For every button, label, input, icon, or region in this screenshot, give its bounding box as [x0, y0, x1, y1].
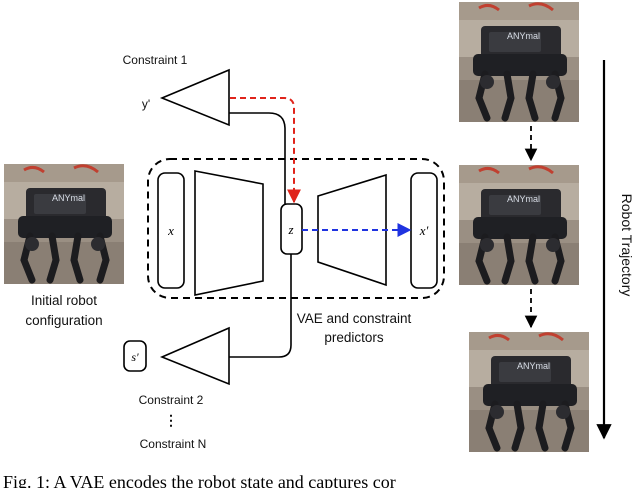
vae-dashed-box [147, 158, 445, 299]
constraint-1-label: Constraint 1 [123, 53, 188, 67]
constraint-2-output-box [123, 340, 147, 372]
constraint-n-label: Constraint N [140, 437, 207, 451]
input-x-label: x [167, 223, 174, 238]
trajectory-photo-3: ANYmal [469, 332, 589, 452]
robot-brand-text: ANYmal [517, 361, 550, 371]
robot-trajectory-label: Robot Trajectory [619, 194, 635, 297]
trajectory-photo-2: ANYmal [459, 165, 579, 285]
input-x-bar [157, 172, 185, 289]
red-constraint-arrow [230, 97, 301, 204]
figure-caption: Fig. 1: A VAE encodes the robot state an… [3, 472, 396, 488]
constraint-2-triangle [159, 326, 230, 386]
z-to-constraint-1-line [229, 112, 286, 204]
robot-brand-text: ANYmal [507, 194, 540, 204]
constraint-2-label: Constraint 2 [139, 393, 204, 407]
initial-robot-photo: ANYmal [4, 164, 124, 284]
output-x-label: x' [419, 223, 429, 238]
encoder-trapezoid [194, 170, 264, 296]
constraint-ellipsis: ⋮ [164, 412, 178, 428]
constraint-1-triangle [159, 68, 230, 127]
latent-z-label: z [287, 222, 293, 237]
constraint-2-output: s' [131, 350, 139, 364]
vae-caption-line2: predictors [324, 330, 384, 345]
robot-brand-text: ANYmal [52, 193, 85, 203]
z-to-constraint-2-line [229, 254, 292, 358]
robot-brand-text: ANYmal [507, 31, 540, 41]
trajectory-photo-1: ANYmal [459, 2, 579, 122]
vae-caption-line1: VAE and constraint [297, 311, 412, 326]
constraint-1-output: y' [142, 97, 150, 111]
initial-config-line2: configuration [25, 313, 102, 328]
decoder-trapezoid [317, 173, 387, 287]
initial-config-line1: Initial robot [31, 293, 97, 308]
